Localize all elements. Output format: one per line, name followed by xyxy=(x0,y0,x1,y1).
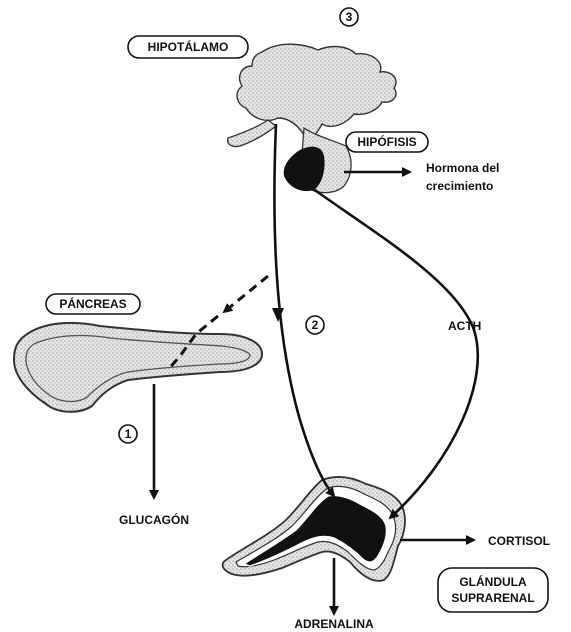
acth-label: ACTH xyxy=(448,319,481,333)
pancreas-shape xyxy=(14,323,262,412)
growth-hormone-label-line1: Hormona del xyxy=(426,161,499,175)
acth-pathway xyxy=(312,188,478,518)
adrenaline-label: ADRENALINA xyxy=(294,617,374,631)
pancreas-label: PÁNCREAS xyxy=(59,296,126,311)
marker-three: 3 xyxy=(346,10,353,24)
growth-hormone-label-line2: crecimiento xyxy=(426,179,493,193)
hypothalamus-stalk xyxy=(228,120,276,147)
pituitary-anterior-lobe xyxy=(284,147,325,191)
glucagon-label: GLUCAGÓN xyxy=(119,512,189,527)
dashed-pathway-to-pancreas xyxy=(224,276,268,312)
adrenal-label-line2: SUPRARENAL xyxy=(451,591,534,605)
pituitary-label: HIPÓFISIS xyxy=(357,134,416,149)
hypothalamus-label: HIPOTÁLAMO xyxy=(148,39,229,54)
cortisol-label: CORTISOL xyxy=(488,534,550,548)
adrenal-label-line1: GLÁNDULA xyxy=(459,574,527,589)
marker-one: 1 xyxy=(125,427,132,441)
marker-two: 2 xyxy=(312,318,319,332)
